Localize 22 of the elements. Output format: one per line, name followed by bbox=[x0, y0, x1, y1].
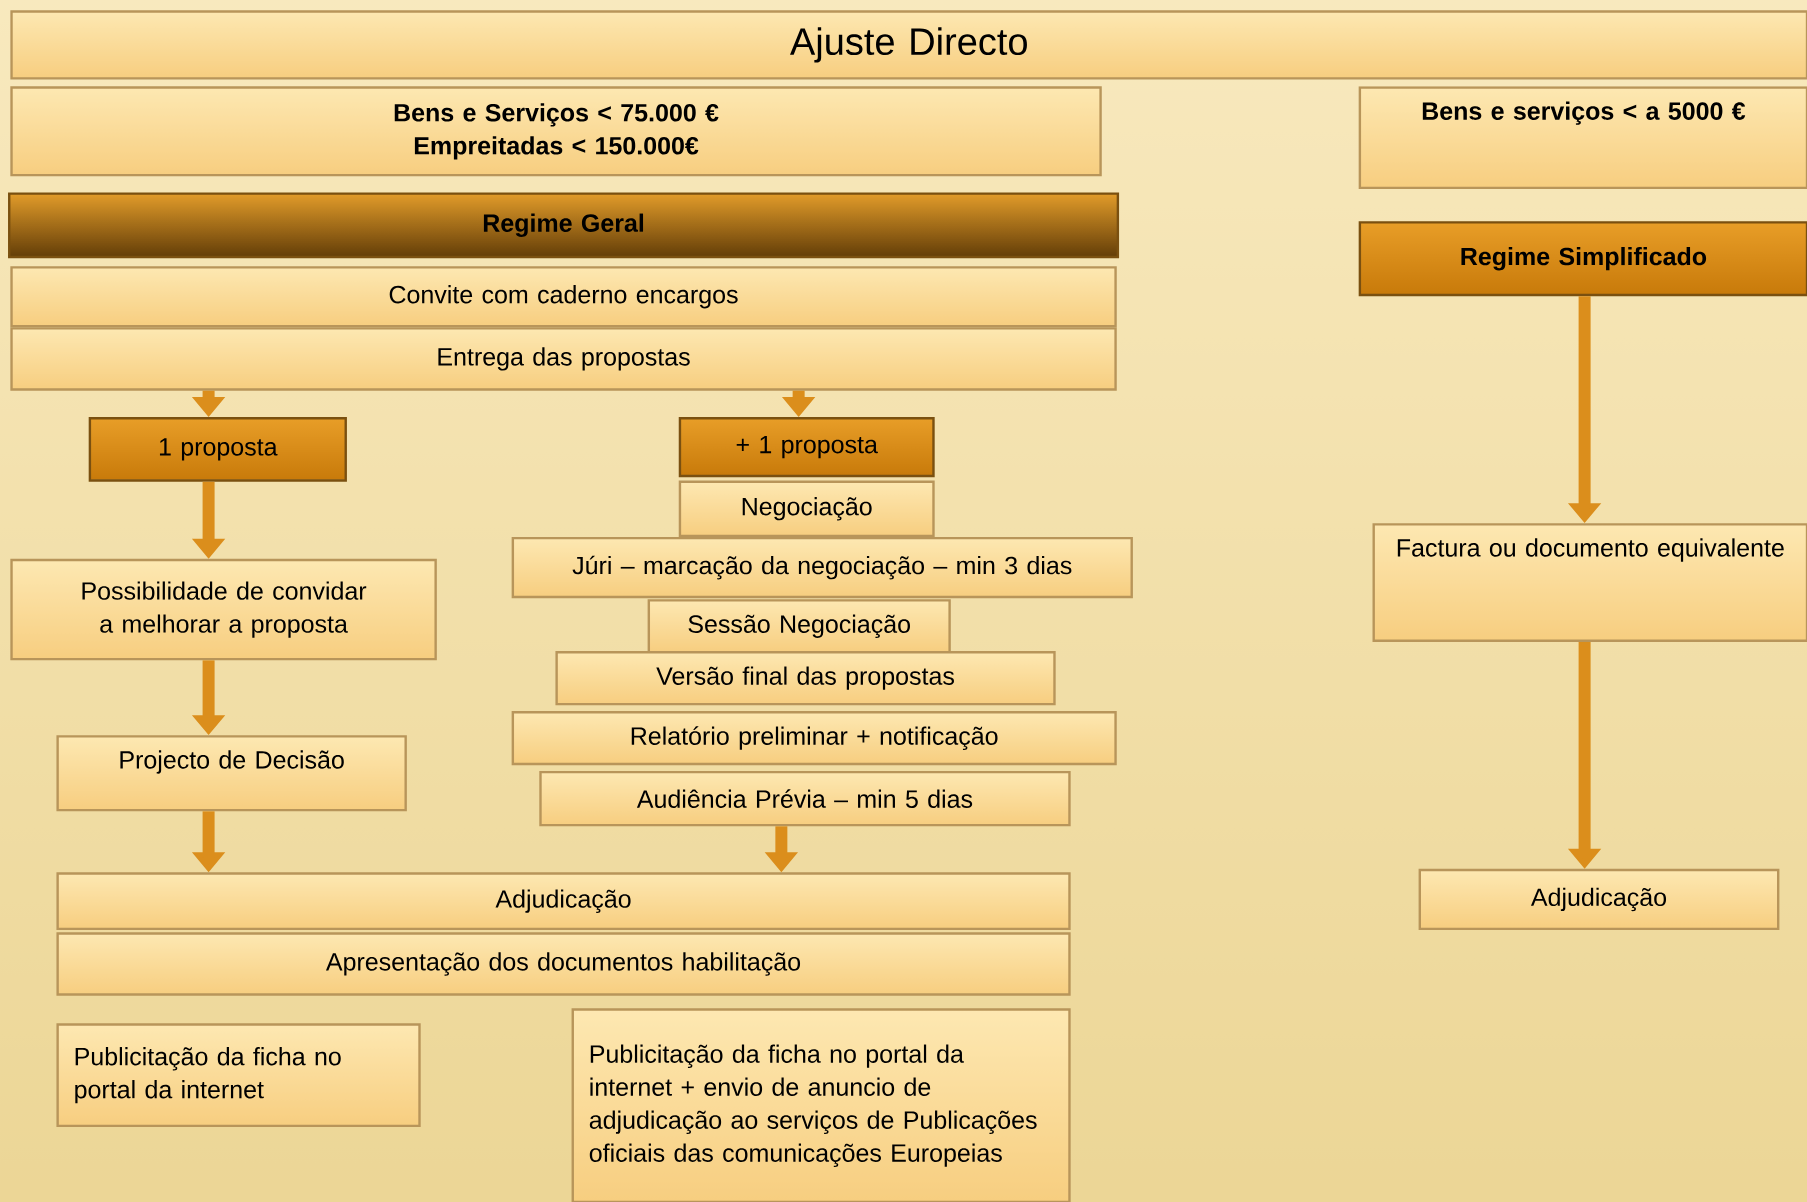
option-box: 1 proposta bbox=[88, 417, 347, 482]
step-box: Projecto de Decisão bbox=[56, 735, 407, 812]
regime-bar: Regime Simplificado bbox=[1358, 221, 1807, 297]
step-box: Possibilidade de convidar a melhorar a proposta bbox=[10, 558, 437, 661]
step-box: Adjudicação bbox=[56, 872, 1071, 931]
step-box: Convite com caderno encargos bbox=[10, 266, 1117, 328]
step-box: Negociação bbox=[678, 480, 935, 538]
step-box: Versão final das propostas bbox=[555, 651, 1056, 706]
option-box: + 1 proposta bbox=[678, 417, 935, 478]
step-box: Entrega das propostas bbox=[10, 327, 1117, 391]
condition-box: Bens e serviços < a 5000 € bbox=[1358, 86, 1807, 190]
step-box: Audiência Prévia – min 5 dias bbox=[539, 770, 1071, 827]
step-box: Publicitação da ficha no portal da internet bbox=[56, 1023, 421, 1128]
step-box: Publicitação da ficha no portal da internet + envio de anuncio de adjudicação ao serviços de Publicações oficiais das comunicações Europeias bbox=[571, 1008, 1071, 1202]
condition-box: Bens e Serviços < 75.000 € Empreitadas < 150.000€ bbox=[10, 86, 1102, 177]
step-box: Sessão Negociação bbox=[647, 599, 951, 654]
title-banner: Ajuste Directo bbox=[10, 10, 1807, 80]
step-box: Apresentação dos documentos habilitação bbox=[56, 932, 1071, 996]
step-box: Adjudicação bbox=[1418, 868, 1780, 931]
step-box: Factura ou documento equivalente bbox=[1372, 523, 1807, 642]
step-box: Relatório preliminar + notificação bbox=[511, 711, 1117, 766]
regime-bar: Regime Geral bbox=[8, 192, 1120, 259]
